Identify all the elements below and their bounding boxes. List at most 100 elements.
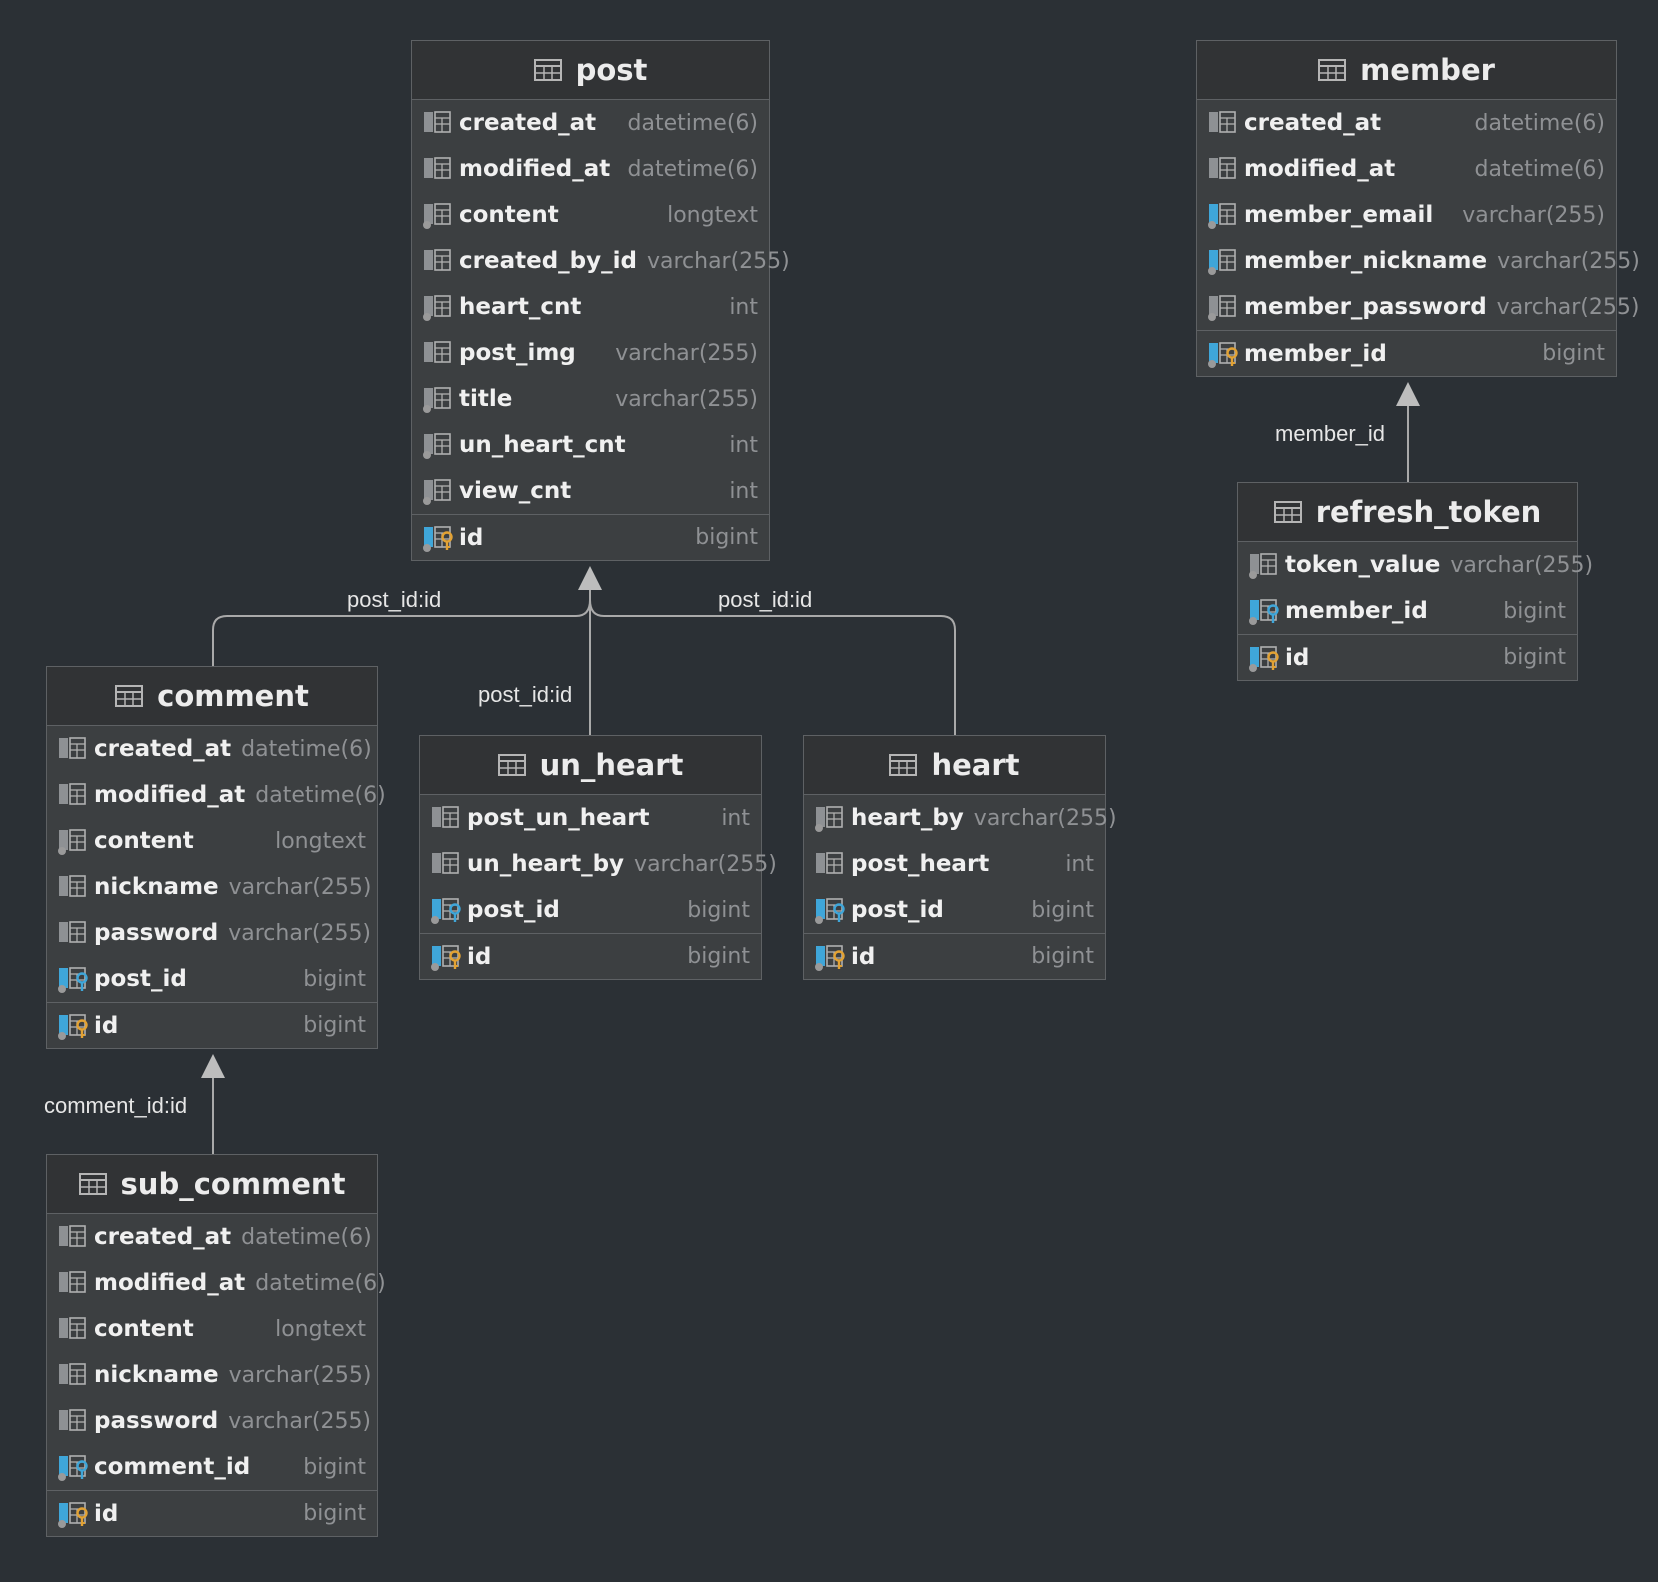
- column-name: content: [459, 202, 559, 228]
- column-name: password: [94, 920, 219, 946]
- column-name: created_at: [459, 110, 597, 136]
- column-row[interactable]: post_id bigint: [420, 887, 761, 933]
- table-header[interactable]: comment: [47, 667, 377, 726]
- column-icon: [57, 781, 94, 809]
- edge-label: post_id:id: [478, 682, 572, 707]
- column-name: post_un_heart: [467, 805, 650, 831]
- column-row[interactable]: token_value varchar(255): [1238, 542, 1593, 588]
- table-header[interactable]: heart: [804, 736, 1105, 795]
- column-type: varchar(255): [228, 920, 372, 946]
- foreign-key-icon: [57, 1453, 94, 1481]
- column-type: varchar(255): [1450, 552, 1594, 578]
- column-type: datetime(6): [627, 156, 758, 182]
- column-type: datetime(6): [241, 1224, 372, 1250]
- column-row[interactable]: heart_cnt int: [412, 284, 769, 330]
- column-name: nickname: [94, 1362, 219, 1388]
- column-name: content: [94, 828, 194, 854]
- table-icon: [497, 754, 526, 776]
- column-name: heart_cnt: [459, 294, 582, 320]
- column-name: id: [94, 1012, 119, 1039]
- column-type: int: [1065, 851, 1094, 877]
- column-name: modified_at: [1244, 156, 1396, 182]
- foreign-key-icon: [430, 896, 467, 924]
- table-name: un_heart: [539, 748, 684, 782]
- nullable-column-icon: [422, 431, 459, 459]
- arrowhead-member: [1396, 382, 1420, 406]
- table-icon: [533, 59, 562, 81]
- column-type: datetime(6): [1474, 110, 1605, 136]
- edge-heart-post[interactable]: [589, 588, 956, 735]
- column-name: un_heart_cnt: [459, 432, 626, 458]
- column-type: int: [729, 294, 758, 320]
- table-header[interactable]: refresh_token: [1238, 483, 1577, 542]
- nullable-column-icon: [1248, 551, 1285, 579]
- column-icon: [57, 1315, 94, 1343]
- column-name: post_id: [467, 897, 560, 923]
- table-header[interactable]: sub_comment: [47, 1155, 377, 1214]
- column-type: varchar(255): [1496, 294, 1640, 320]
- column-icon: [430, 804, 467, 832]
- table-icon: [1273, 501, 1302, 523]
- column-row[interactable]: password varchar(255): [47, 910, 377, 956]
- column-name: post_img: [459, 340, 576, 366]
- table-header[interactable]: member: [1197, 41, 1616, 100]
- column-name: password: [94, 1408, 219, 1434]
- table-header[interactable]: un_heart: [420, 736, 761, 795]
- column-type: bigint: [303, 1454, 366, 1480]
- primary-key-icon: [1207, 340, 1244, 368]
- column-icon: [57, 735, 94, 763]
- column-type: varchar(255): [615, 340, 758, 366]
- column-name: modified_at: [94, 1270, 246, 1296]
- column-type: bigint: [687, 897, 750, 923]
- column-type: varchar(255): [646, 248, 790, 274]
- table-header[interactable]: post: [412, 41, 769, 100]
- column-row[interactable]: post_img varchar(255): [412, 330, 769, 376]
- column-name: token_value: [1285, 552, 1441, 578]
- column-name: content: [94, 1316, 194, 1342]
- table-refresh-token[interactable]: refresh_token token_value varchar(255) memb…: [1237, 482, 1593, 681]
- nullable-column-icon: [1207, 293, 1244, 321]
